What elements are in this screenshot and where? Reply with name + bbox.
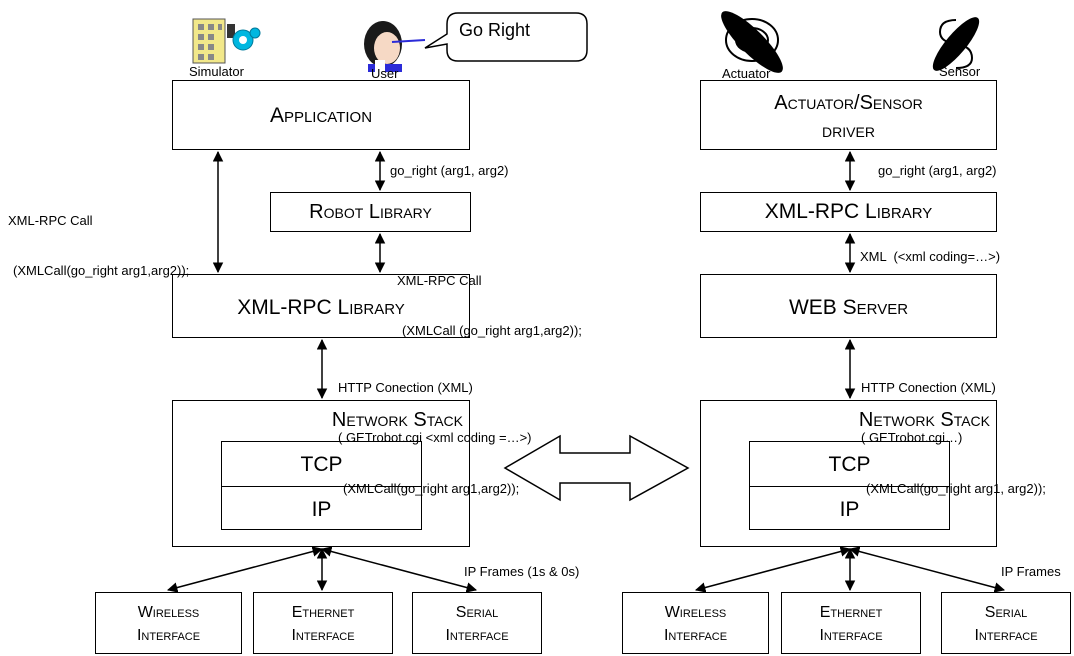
robot-library-label: Robot Library bbox=[309, 201, 432, 223]
note-http-left-3: (XMLCall(go_right arg1,arg2)); bbox=[343, 481, 520, 497]
serial-label-left-2: Interface bbox=[445, 627, 509, 645]
note-go-right-left: go_right (arg1, arg2) bbox=[390, 163, 509, 178]
note-http-left: HTTP Conection (XML) ( GETrobot.cgi <xml… bbox=[338, 346, 532, 532]
ip-box-right: IP bbox=[749, 486, 950, 530]
note-http-right-2: ( GETrobot.cgi…) bbox=[861, 430, 963, 446]
wireless-label-right-2: Interface bbox=[663, 627, 728, 645]
network-stack-label-right: Network Stack bbox=[858, 409, 990, 431]
speech-bubble bbox=[424, 12, 588, 62]
driver-box: Actuator/Sensor driver bbox=[700, 80, 997, 150]
driver-label-2: driver bbox=[822, 120, 875, 142]
ethernet-label-right-1: Ethernet bbox=[819, 604, 883, 621]
bidirectional-block-arrow bbox=[503, 434, 690, 502]
serial-label-right-1: Serial bbox=[984, 604, 1028, 621]
ethernet-label-left-2: Interface bbox=[291, 627, 355, 645]
driver-label-1: Actuator/Sensor bbox=[774, 92, 923, 114]
serial-label-left-1: Serial bbox=[455, 604, 499, 621]
note-xmlrpc-call-side-2: (XMLCall(go_right arg1,arg2)); bbox=[13, 263, 190, 279]
application-box: Application bbox=[172, 80, 470, 150]
tcp-label-left: TCP bbox=[300, 453, 343, 476]
note-http-right-3: (XMLCall(go_right arg1, arg2)); bbox=[866, 481, 1046, 497]
xmlrpc-library-label-right: XML-RPC Library bbox=[764, 200, 933, 223]
note-ip-frames-left: IP Frames (1s & 0s) bbox=[464, 564, 580, 579]
simulator-caption: Simulator bbox=[189, 64, 244, 79]
ethernet-label-left-1: Ethernet bbox=[291, 604, 355, 621]
web-server-label: WEB Server bbox=[788, 296, 909, 319]
note-xmlrpc-call-side-1: XML-RPC Call bbox=[8, 212, 93, 228]
arrow-network-to-wireless-right bbox=[694, 546, 852, 593]
note-http-left-1: HTTP Conection (XML) bbox=[338, 379, 473, 395]
note-go-right-right: go_right (arg1, arg2) bbox=[878, 163, 997, 178]
ip-box-left: IP bbox=[221, 486, 422, 530]
robot-library-box: Robot Library bbox=[270, 192, 471, 232]
ip-label-left: IP bbox=[311, 498, 332, 521]
ip-label-right: IP bbox=[839, 498, 860, 521]
xmlrpc-library-box-left: XML-RPC Library bbox=[172, 274, 470, 338]
note-http-right-1: HTTP Conection (XML) bbox=[861, 379, 996, 395]
note-xmlrpc-call-mid: XML-RPC Call (XMLCall (go_right arg1,arg… bbox=[397, 239, 582, 374]
note-xmlrpc-call-mid-2: (XMLCall (go_right arg1,arg2)); bbox=[402, 323, 582, 339]
note-xmlrpc-call-mid-1: XML-RPC Call bbox=[397, 272, 482, 288]
user-caption: User bbox=[371, 66, 399, 81]
note-ip-frames-right: IP Frames bbox=[1001, 564, 1061, 579]
wireless-label-left-2: Interface bbox=[136, 627, 201, 645]
wireless-label-left-1: Wireless bbox=[137, 604, 200, 621]
network-stack-label-left: Network Stack bbox=[331, 409, 463, 431]
application-label: Application bbox=[269, 104, 373, 127]
tcp-label-right: TCP bbox=[828, 453, 871, 476]
wireless-label-right-1: Wireless bbox=[664, 604, 727, 621]
note-xmlrpc-call-side: XML-RPC Call (XMLCall(go_right arg1,arg2… bbox=[8, 179, 189, 314]
serial-label-right-2: Interface bbox=[974, 627, 1038, 645]
tcp-box-right: TCP bbox=[749, 441, 950, 487]
note-xml-coding: XML (<xml coding=…>) bbox=[860, 249, 1001, 264]
speech-text: Go Right bbox=[459, 20, 531, 40]
web-server-box: WEB Server bbox=[700, 274, 997, 338]
arrow-network-to-wireless-left bbox=[166, 546, 324, 593]
arrow-network-to-serial-right bbox=[848, 546, 1006, 593]
note-http-left-2: ( GETrobot.cgi <xml coding =…>) bbox=[338, 430, 532, 446]
note-http-right: HTTP Conection (XML) ( GETrobot.cgi…) (X… bbox=[861, 346, 1046, 532]
xmlrpc-library-box-right: XML-RPC Library bbox=[700, 192, 997, 232]
sensor-caption: Sensor bbox=[939, 64, 981, 79]
arrow-network-to-serial-left bbox=[320, 546, 478, 593]
xmlrpc-library-label-left: XML-RPC Library bbox=[237, 296, 405, 319]
actuator-caption: Actuator bbox=[722, 66, 771, 81]
ethernet-label-right-2: Interface bbox=[819, 627, 883, 645]
